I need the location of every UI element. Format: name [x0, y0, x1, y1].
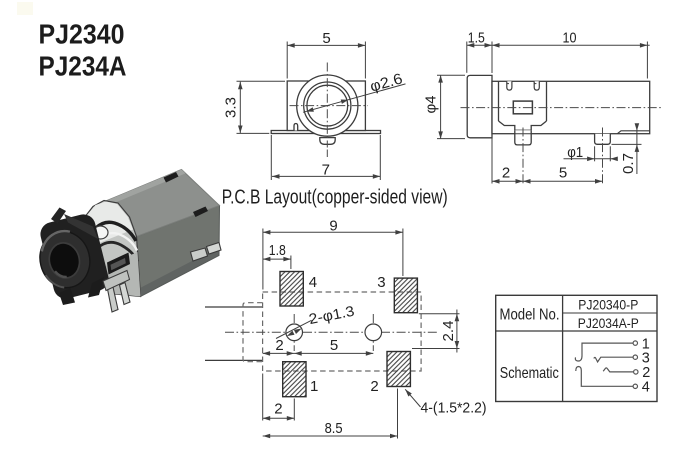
svg-text:3: 3: [642, 350, 650, 366]
svg-text:3: 3: [377, 274, 385, 291]
svg-text:5: 5: [559, 164, 567, 181]
svg-text:P.C.B Layout(copper-sided view: P.C.B Layout(copper-sided view): [222, 185, 448, 208]
svg-text:4: 4: [642, 380, 650, 396]
svg-text:0.7: 0.7: [620, 153, 637, 174]
svg-text:PJ20340-P: PJ20340-P: [578, 297, 638, 313]
svg-text:4-(1.5*2.2): 4-(1.5*2.2): [421, 401, 487, 417]
svg-text:2: 2: [275, 337, 283, 354]
svg-text:10: 10: [563, 29, 577, 46]
svg-text:2: 2: [370, 378, 378, 395]
svg-text:φ1: φ1: [567, 144, 583, 161]
svg-text:3.3: 3.3: [223, 97, 240, 118]
svg-text:5: 5: [322, 30, 330, 47]
svg-text:2: 2: [274, 401, 282, 418]
svg-text:7: 7: [322, 162, 330, 179]
svg-text:1: 1: [642, 336, 650, 352]
svg-text:1.5: 1.5: [468, 29, 485, 46]
svg-text:2: 2: [502, 164, 510, 181]
svg-text:Model No.: Model No.: [500, 307, 560, 324]
svg-text:8.5: 8.5: [325, 420, 343, 437]
svg-text:1.8: 1.8: [269, 242, 286, 259]
svg-text:PJ2034A-P: PJ2034A-P: [578, 315, 639, 331]
svg-text:φ2.6: φ2.6: [368, 70, 404, 95]
svg-text:4: 4: [309, 274, 317, 291]
svg-text:5: 5: [330, 337, 338, 354]
svg-text:1: 1: [310, 378, 318, 395]
svg-text:2-φ1.3: 2-φ1.3: [308, 304, 356, 328]
svg-text:PJ2340: PJ2340: [39, 19, 125, 50]
svg-text:9: 9: [329, 217, 337, 234]
svg-text:Schematic: Schematic: [500, 365, 559, 382]
svg-text:PJ234A: PJ234A: [39, 51, 127, 82]
svg-text:2: 2: [642, 365, 650, 381]
svg-text:2.4: 2.4: [440, 321, 457, 342]
svg-text:φ4: φ4: [423, 95, 440, 113]
